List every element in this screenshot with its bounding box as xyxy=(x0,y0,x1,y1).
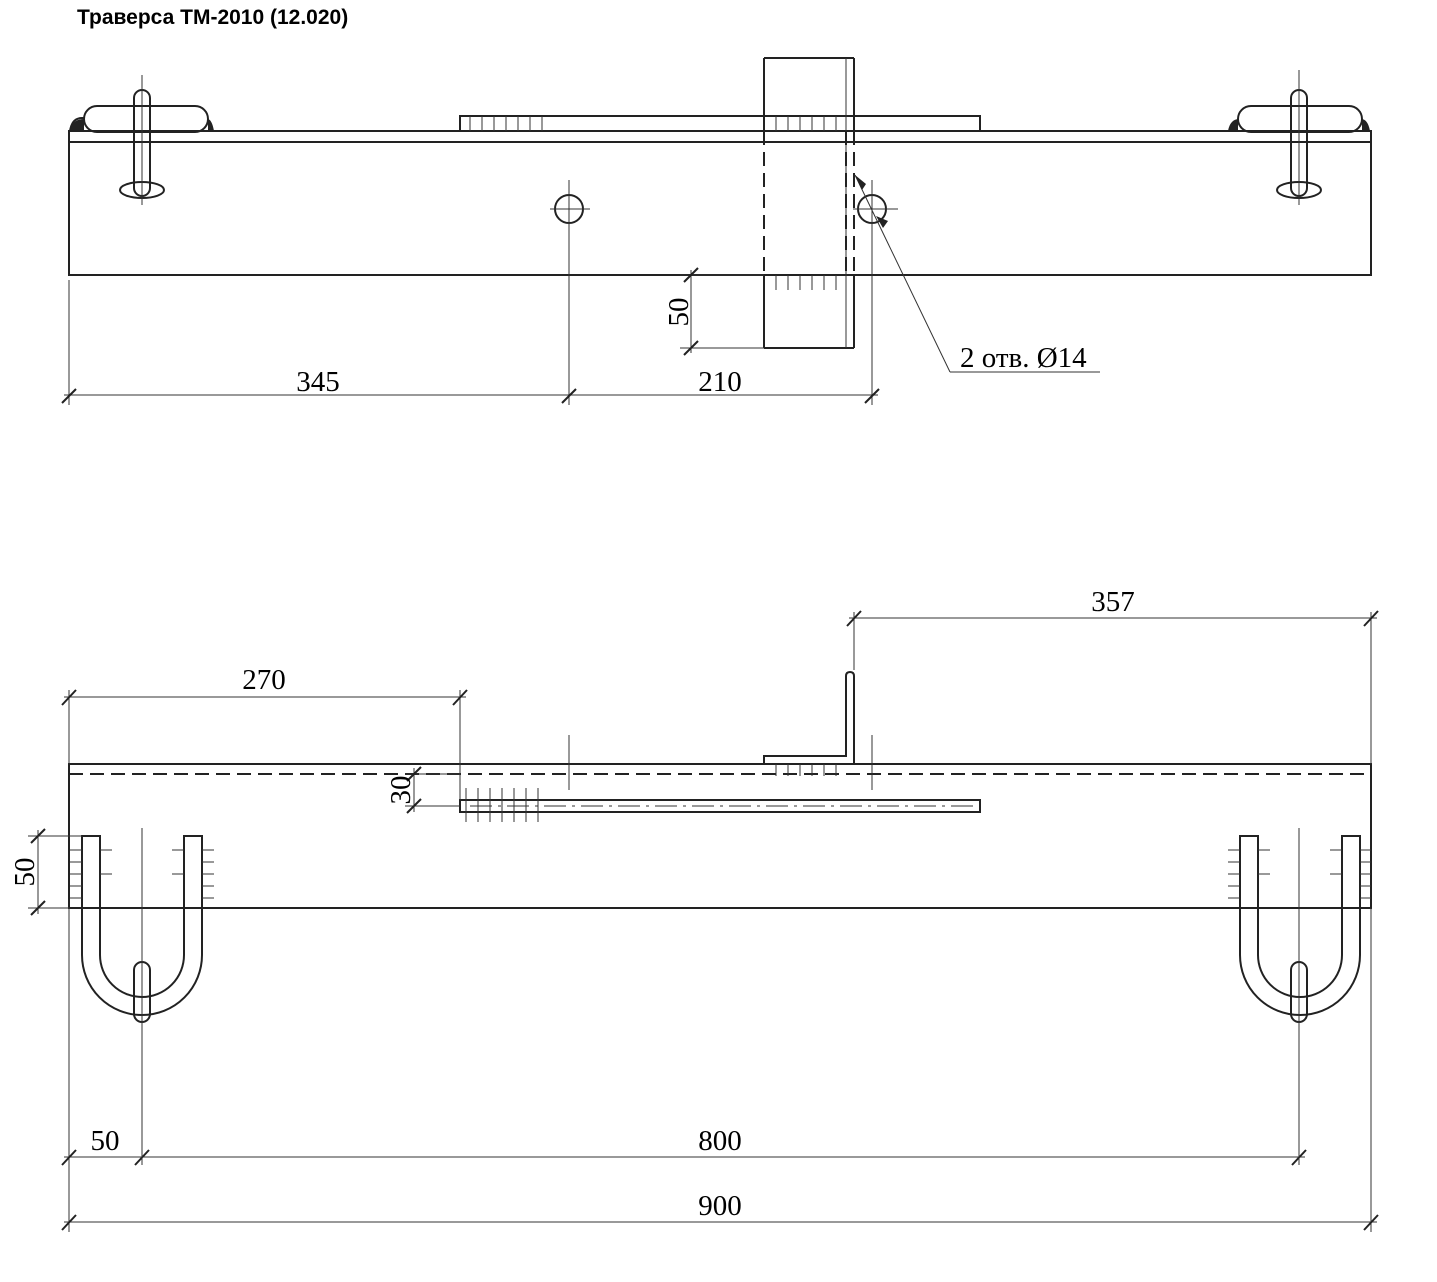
beam-front-view xyxy=(68,763,1372,909)
dim-50-top: 50 xyxy=(663,298,695,327)
front-view: 357 270 30 50 50 800 xyxy=(9,586,1379,1232)
top-view: 345 210 50 2 отв. Ø14 xyxy=(61,57,1372,405)
strip-plate xyxy=(459,115,981,132)
angle-bracket-front xyxy=(763,670,855,764)
u-bolt-left-front xyxy=(70,828,214,1045)
dim-800: 800 xyxy=(698,1125,742,1157)
beam-top-view xyxy=(68,130,1372,276)
dim-50-bottom: 50 xyxy=(91,1125,120,1157)
dim-900: 900 xyxy=(698,1190,742,1222)
u-bolt-left-top xyxy=(69,75,214,205)
dim-30: 30 xyxy=(385,776,417,805)
drawing-title: Траверса ТМ-2010 (12.020) xyxy=(77,6,349,29)
dim-50-left: 50 xyxy=(9,858,41,887)
dim-270: 270 xyxy=(242,664,286,696)
hole-note: 2 отв. Ø14 xyxy=(960,342,1087,374)
dim-357: 357 xyxy=(1091,586,1135,618)
u-bolt-right-top xyxy=(1228,70,1370,205)
dim-210: 210 xyxy=(698,366,742,398)
u-bolt-right-front xyxy=(1228,828,1371,1045)
dim-345: 345 xyxy=(296,366,340,398)
